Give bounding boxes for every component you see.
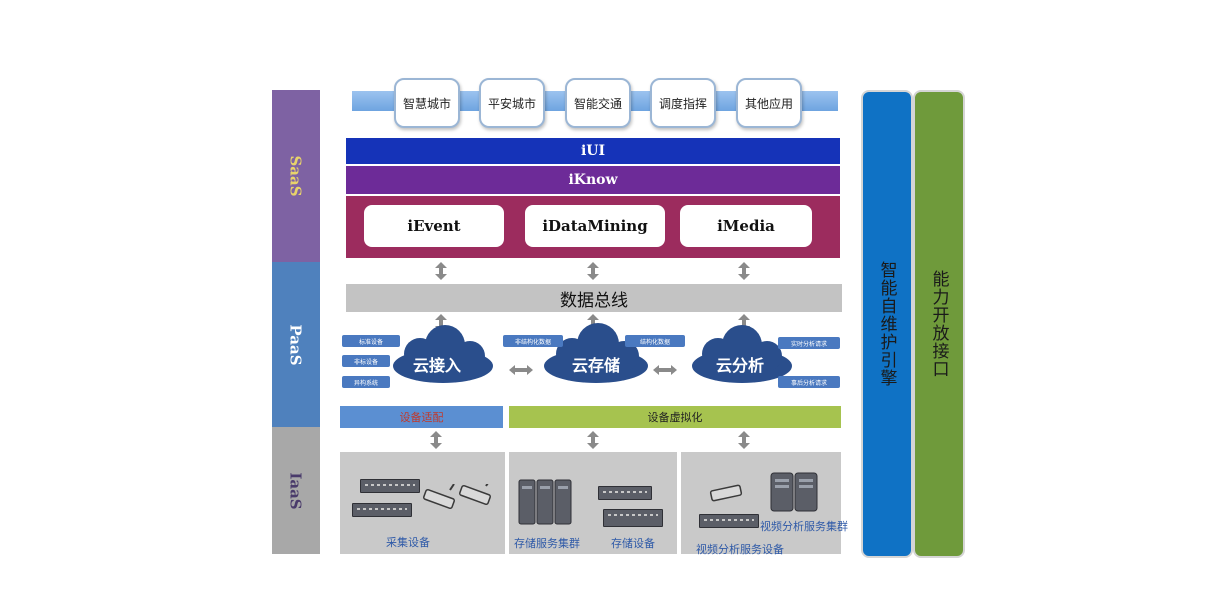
tag-structured-data: 结构化数据	[625, 335, 685, 347]
iknow-layer: iKnow	[346, 166, 840, 194]
data-bus: 数据总线	[346, 284, 842, 312]
module-idatamining: iDataMining	[525, 205, 665, 247]
self-maintenance-engine: 智能自维护引擎	[861, 90, 913, 558]
nvr-device-icon	[352, 503, 412, 517]
self-maintenance-engine-label: 智能自维护引擎	[876, 261, 897, 387]
arrow-virt-analysis	[738, 431, 750, 449]
hw-label-video-cluster: 视频分析服务集群	[760, 520, 848, 533]
analysis-device-icon	[699, 514, 759, 528]
device-adaptation-label: 设备适配	[399, 411, 444, 424]
storage-device-icon	[603, 509, 663, 527]
iui-label: iUI	[580, 143, 606, 159]
tag-post-analysis: 事后分析请求	[778, 376, 840, 388]
device-virtualization-label: 设备虚拟化	[647, 411, 703, 424]
hw-label-storage-device: 存储设备	[611, 537, 655, 550]
camera-icon	[423, 484, 491, 510]
open-capability-interface-label: 能力开放接口	[928, 270, 949, 378]
tag-realtime-analysis: 实时分析请求	[778, 337, 840, 349]
tier-paas: PaaS	[272, 262, 320, 427]
app-smart-traffic: 智能交通	[565, 78, 631, 128]
cloud-analysis-label: 云分析	[716, 356, 765, 375]
iui-layer: iUI	[346, 138, 840, 164]
module-imedia: iMedia	[680, 205, 812, 247]
storage-device-icon	[598, 486, 652, 500]
cloud-access-shape	[393, 325, 493, 383]
arrow-access-storage	[509, 365, 533, 375]
app-dispatch: 调度指挥	[650, 78, 716, 128]
hw-label-storage-cluster: 存储服务集群	[514, 537, 580, 550]
app-other: 其他应用	[736, 78, 802, 128]
arrow-ievent-bus	[435, 262, 447, 280]
module-ievent: iEvent	[364, 205, 504, 247]
open-capability-interface: 能力开放接口	[913, 90, 965, 558]
tier-saas: SaaS	[272, 90, 320, 262]
tag-standard-device: 标准设备	[342, 335, 400, 347]
tier-iaas: IaaS	[272, 427, 320, 554]
arrow-imedia-bus	[738, 262, 750, 280]
tag-unstructured-data: 非结构化数据	[503, 335, 563, 347]
hw-label-capture: 采集设备	[386, 536, 430, 549]
tag-nonstandard-device: 非标设备	[342, 355, 390, 367]
hw-label-video-device: 视频分析服务设备	[696, 543, 784, 556]
app-smart-city: 智慧城市	[394, 78, 460, 128]
cloud-storage-shape	[544, 323, 648, 383]
cloud-access-label: 云接入	[413, 356, 462, 375]
device-virtualization: 设备虚拟化	[509, 406, 841, 428]
analysis-server-icon	[770, 472, 818, 512]
arrow-adapt-hw	[430, 431, 442, 449]
cloud-storage-label: 云存储	[572, 356, 621, 375]
arrow-idatamining-bus	[587, 262, 599, 280]
arrow-storage-analysis	[653, 365, 677, 375]
device-adaptation: 设备适配	[340, 406, 503, 428]
analysis-camera-icon	[709, 484, 743, 502]
server-tower-icon	[518, 479, 572, 525]
iknow-label: iKnow	[568, 172, 618, 188]
cloud-analysis-shape	[692, 325, 792, 383]
tag-heterogeneous-system: 异构系统	[342, 376, 390, 388]
arrow-virt-storage	[587, 431, 599, 449]
data-bus-label: 数据总线	[560, 290, 628, 311]
app-safe-city: 平安城市	[479, 78, 545, 128]
nvr-device-icon	[360, 479, 420, 493]
